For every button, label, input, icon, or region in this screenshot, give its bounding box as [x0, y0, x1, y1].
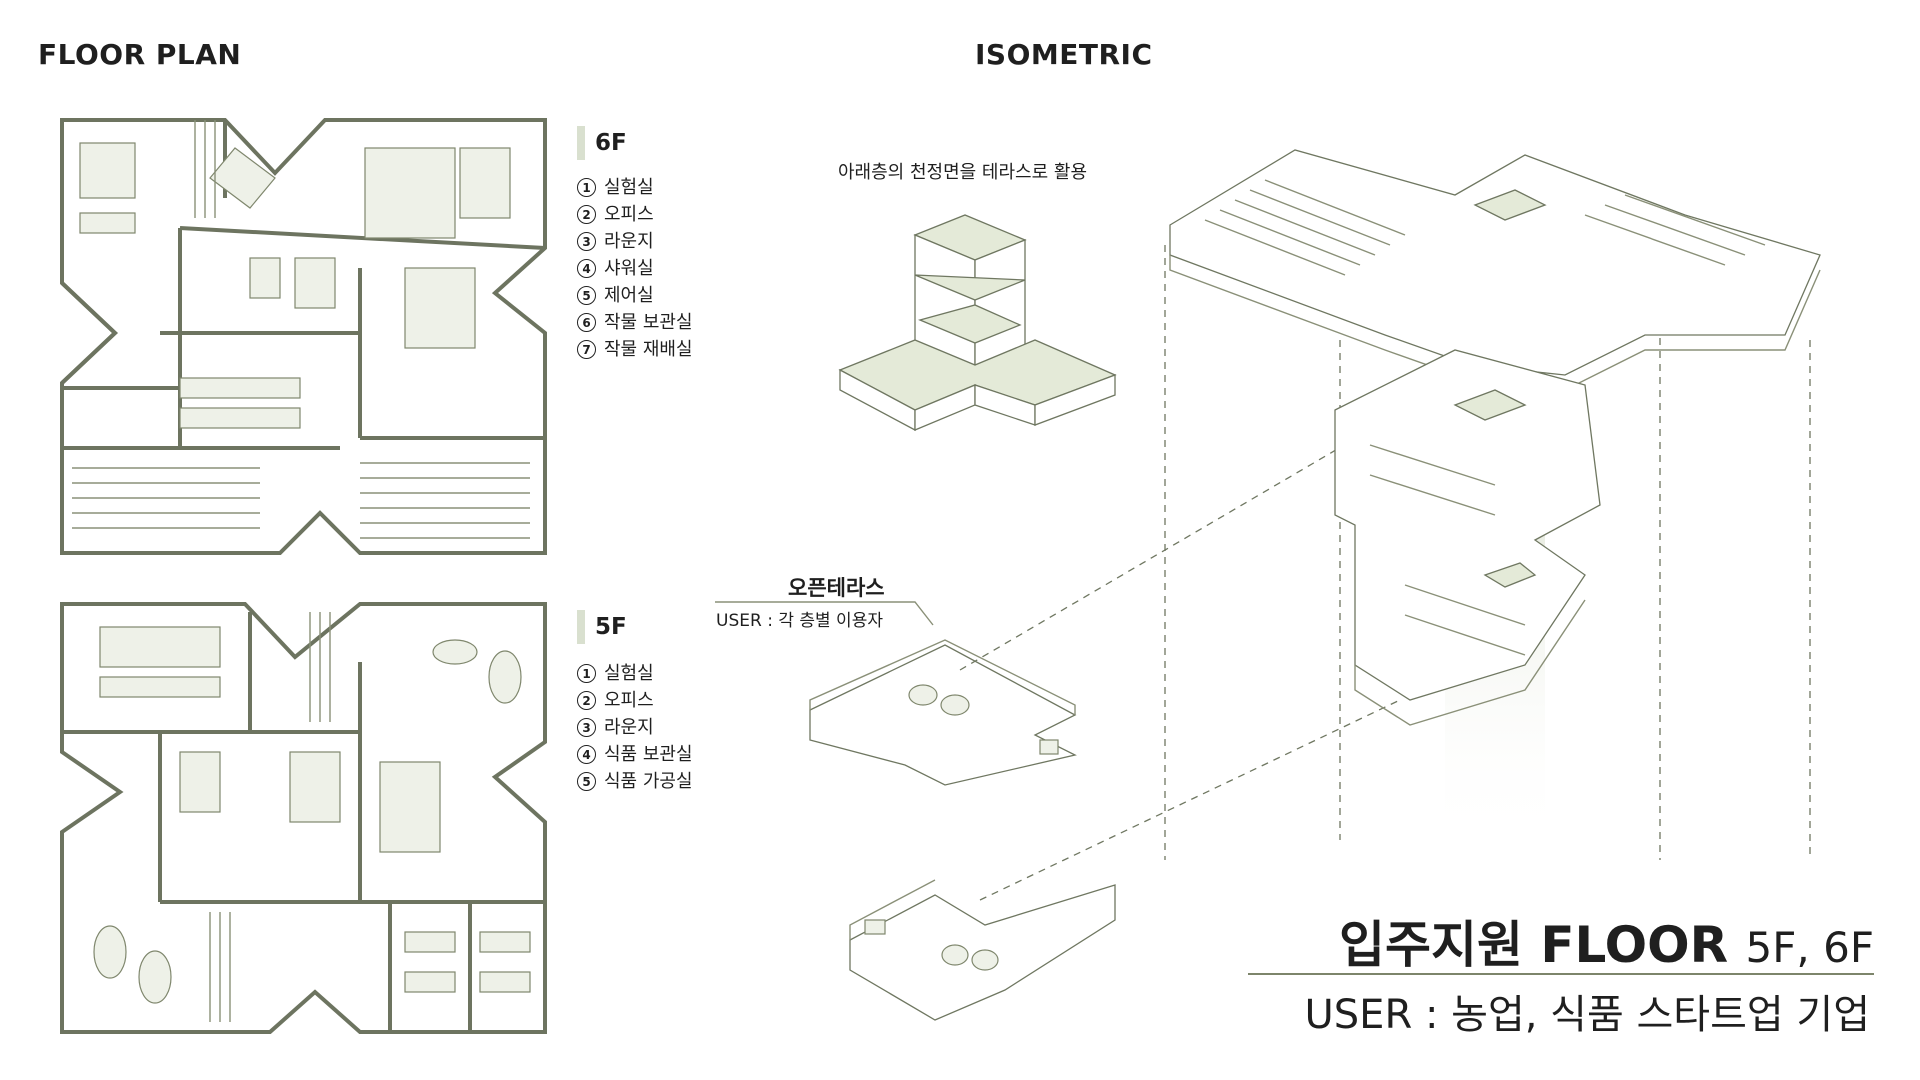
floor-tag-5f: 5F	[577, 610, 627, 644]
isometric-heading: ISOMETRIC	[975, 38, 1153, 71]
open-terrace-title: 오픈테라스	[788, 576, 885, 600]
building-isometric	[1169, 149, 1821, 845]
terrace-leader-line	[715, 601, 934, 626]
massing-diagram	[838, 214, 1117, 432]
summary-floors: 5F, 6F	[1745, 923, 1874, 972]
summary-divider	[1248, 973, 1874, 975]
floor-label-5f: 5F	[595, 614, 627, 640]
floor-tag-bar	[577, 610, 585, 644]
floor-tag-6f: 6F	[577, 126, 627, 160]
terrace-iso-5f	[849, 879, 1116, 1021]
floor-plan-6f	[60, 118, 547, 555]
floor-tag-bar	[577, 126, 585, 160]
floor-label-6f: 6F	[595, 130, 627, 156]
summary-title: 입주지원 FLOOR 5F, 6F	[1339, 905, 1874, 977]
open-terrace-user: USER : 각 층별 이용자	[716, 611, 883, 631]
summary-title-text: 입주지원 FLOOR	[1338, 916, 1729, 974]
summary-user-line: USER : 농업, 식품 스타트업 기업	[1304, 992, 1871, 1038]
terrace-iso-6f	[809, 639, 1077, 786]
ceiling-terrace-note: 아래층의 천정면을 테라스로 활용	[838, 162, 1088, 183]
floor-plan-5f	[60, 602, 547, 1034]
floor-plan-heading: FLOOR PLAN	[38, 38, 242, 71]
